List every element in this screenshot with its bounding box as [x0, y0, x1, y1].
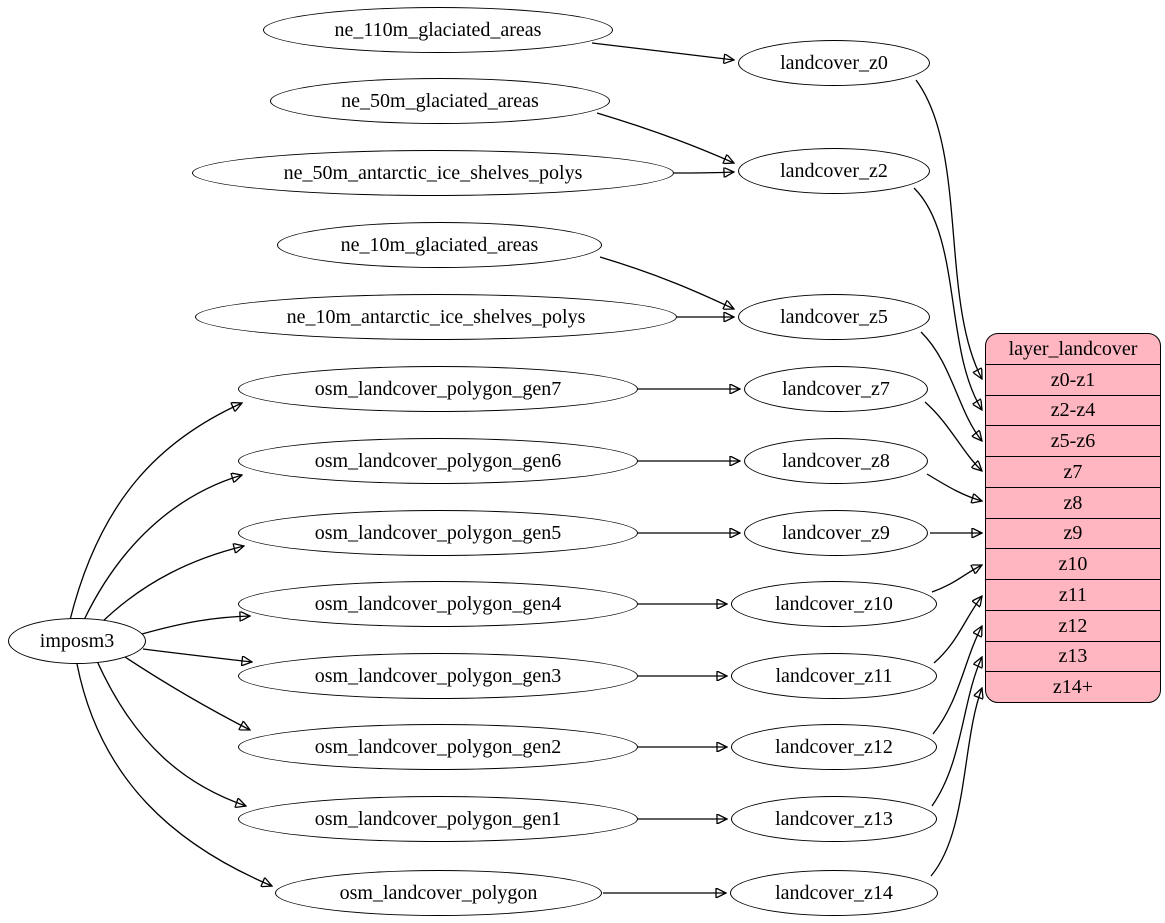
node-label: landcover_z10 — [775, 593, 893, 615]
node-landcover-z7: landcover_z7 — [744, 366, 928, 412]
table-row-z14: z14+ — [986, 671, 1160, 702]
table-row-z0-z1: z0-z1 — [986, 363, 1160, 395]
node-osm-landcover-polygon-gen1: osm_landcover_polygon_gen1 — [238, 796, 638, 842]
node-label: landcover_z12 — [775, 736, 893, 758]
node-osm-landcover-polygon-gen3: osm_landcover_polygon_gen3 — [238, 653, 638, 699]
table-row-z12: z12 — [986, 609, 1160, 641]
edge-imposm3-polygon — [76, 663, 272, 886]
node-label: ne_10m_antarctic_ice_shelves_polys — [286, 306, 586, 328]
node-ne-10m-glaciated-areas: ne_10m_glaciated_areas — [277, 222, 602, 268]
edge-ne50m-glac-z2 — [596, 112, 734, 163]
node-imposm3: imposm3 — [8, 618, 146, 664]
node-osm-landcover-polygon: osm_landcover_polygon — [275, 870, 602, 916]
node-label: osm_landcover_polygon_gen2 — [314, 736, 562, 758]
edge-imposm3-gen6 — [83, 475, 242, 621]
node-osm-landcover-polygon-gen7: osm_landcover_polygon_gen7 — [238, 366, 638, 412]
table-row-z5-z6: z5-z6 — [986, 425, 1160, 456]
node-ne-50m-glaciated-areas: ne_50m_glaciated_areas — [270, 78, 610, 124]
edge-z7-row — [924, 401, 982, 471]
edge-imposm3-gen3 — [142, 648, 252, 662]
node-label: ne_10m_glaciated_areas — [340, 234, 539, 256]
table-row-z9: z9 — [986, 517, 1160, 549]
node-label: landcover_z2 — [780, 160, 888, 182]
node-osm-landcover-polygon-gen6: osm_landcover_polygon_gen6 — [238, 438, 638, 484]
node-landcover-z12: landcover_z12 — [731, 724, 937, 770]
node-ne-10m-antarctic-ice-shelves-polys: ne_10m_antarctic_ice_shelves_polys — [195, 294, 677, 340]
node-label: landcover_z11 — [775, 665, 893, 687]
node-label: landcover_z14 — [775, 882, 893, 904]
node-landcover-z11: landcover_z11 — [731, 653, 937, 699]
node-label: landcover_z8 — [782, 450, 890, 472]
node-osm-landcover-polygon-gen4: osm_landcover_polygon_gen4 — [238, 581, 638, 627]
node-ne-110m-glaciated-areas: ne_110m_glaciated_areas — [263, 7, 613, 53]
node-landcover-z14: landcover_z14 — [730, 870, 938, 916]
node-label: landcover_z0 — [780, 52, 888, 74]
node-label: ne_50m_antarctic_ice_shelves_polys — [283, 162, 583, 184]
node-label: osm_landcover_polygon_gen5 — [314, 522, 562, 544]
node-label: landcover_z5 — [780, 306, 888, 328]
node-label: osm_landcover_polygon_gen4 — [314, 593, 562, 615]
node-label: osm_landcover_polygon_gen6 — [314, 450, 562, 472]
node-label: osm_landcover_polygon_gen3 — [314, 665, 562, 687]
edge-z2-row — [913, 187, 982, 410]
edge-z10-row — [931, 565, 982, 593]
edge-imposm3-gen7 — [69, 403, 242, 621]
edge-imposm3-gen1 — [96, 660, 246, 806]
node-landcover-z9: landcover_z9 — [744, 510, 928, 556]
edge-imposm3-gen4 — [141, 616, 250, 635]
edge-z8-row — [926, 473, 982, 501]
node-osm-landcover-polygon-gen2: osm_landcover_polygon_gen2 — [238, 724, 638, 770]
node-label: ne_50m_glaciated_areas — [341, 90, 539, 112]
edge-ne50m-ant-z2 — [673, 172, 734, 173]
node-label: landcover_z9 — [782, 522, 890, 544]
table-row-z13: z13 — [986, 640, 1160, 672]
table-row-z10: z10 — [986, 548, 1160, 579]
node-layer-landcover-table: layer_landcover z0-z1 z2-z4 z5-z6 z7 z8 … — [985, 333, 1161, 703]
node-landcover-z5: landcover_z5 — [738, 294, 930, 340]
node-landcover-z2: landcover_z2 — [738, 148, 930, 194]
node-landcover-z13: landcover_z13 — [731, 796, 937, 842]
edge-imposm3-gen5 — [99, 546, 244, 625]
node-label: imposm3 — [39, 630, 115, 652]
table-row-z11: z11 — [986, 579, 1160, 610]
node-label: landcover_z7 — [782, 378, 890, 400]
node-osm-landcover-polygon-gen5: osm_landcover_polygon_gen5 — [238, 510, 638, 556]
edge-z5-row — [920, 331, 982, 441]
node-landcover-z8: landcover_z8 — [744, 438, 928, 484]
table-header: layer_landcover — [1008, 337, 1138, 360]
node-ne-50m-antarctic-ice-shelves-polys: ne_50m_antarctic_ice_shelves_polys — [192, 150, 674, 196]
edge-z12-row — [932, 626, 982, 735]
node-label: osm_landcover_polygon_gen1 — [314, 808, 562, 830]
node-label: osm_landcover_polygon — [339, 882, 538, 904]
edge-ne10m-glac-z5 — [599, 256, 734, 309]
edge-ne110m-z0 — [591, 42, 734, 60]
node-landcover-z0: landcover_z0 — [738, 40, 930, 86]
node-label: landcover_z13 — [775, 808, 893, 830]
edge-imposm3-gen2 — [124, 656, 250, 730]
table-row-z2-z4: z2-z4 — [986, 394, 1160, 426]
table-row-z8: z8 — [986, 486, 1160, 518]
node-label: ne_110m_glaciated_areas — [334, 19, 542, 41]
table-row-z7: z7 — [986, 456, 1160, 487]
edge-z11-row — [933, 596, 982, 664]
edge-z14-row — [930, 688, 982, 877]
node-label: osm_landcover_polygon_gen7 — [314, 378, 562, 400]
edge-z13-row — [931, 657, 982, 807]
edge-z0-row — [915, 79, 982, 379]
node-landcover-z10: landcover_z10 — [731, 581, 937, 627]
